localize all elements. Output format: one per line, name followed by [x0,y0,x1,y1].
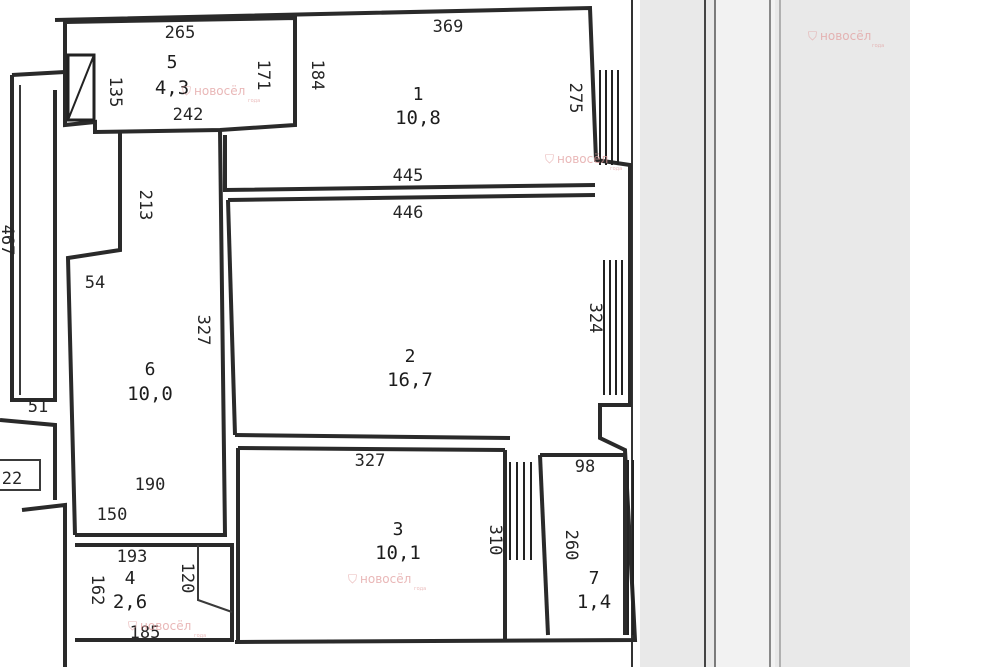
dim-265: 265 [165,23,196,43]
dim-150: 150 [97,505,128,525]
dim-275: 275 [565,83,585,114]
svg-text:⛉: ⛉ [348,572,357,586]
dim-22: 22 [2,469,22,489]
svg-text:⛉: ⛉ [182,84,191,98]
room-5-area: 4,3 [155,77,189,99]
room-3-area: 10,1 [375,542,421,564]
svg-text:⛉: ⛉ [545,152,554,166]
dim-467: 467 [0,225,17,256]
svg-text:⛉: ⛉ [808,29,817,43]
room-7-number: 7 [589,568,600,589]
dim-193: 193 [117,547,148,567]
svg-text:года: года [194,633,206,639]
room-6-area: 10,0 [127,383,173,405]
dim-310: 310 [485,525,505,556]
dim-184: 184 [307,60,327,91]
dim-327-vertical: 327 [193,315,213,346]
dim-369: 369 [433,17,464,37]
svg-text:года: года [872,43,884,49]
dim-446: 446 [393,203,424,223]
svg-text:новосёл: новосёл [820,29,871,43]
dim-171: 171 [253,60,273,91]
room-5-number: 5 [167,52,178,73]
dim-98: 98 [575,457,595,477]
watermark-room1: ⛉ новосёл года [545,152,622,172]
svg-text:новосёл: новосёл [557,152,608,166]
svg-text:года: года [414,586,426,592]
watermark-bottom: ⛉ новосёл года [128,619,206,639]
room-2-area: 16,7 [387,369,433,391]
dim-120: 120 [177,563,197,594]
room-1-area: 10,8 [395,107,441,129]
room-4-area: 2,6 [113,591,147,613]
dim-213: 213 [135,190,155,221]
room-1-number: 1 [413,84,424,105]
room-4-number: 4 [125,568,136,589]
dim-51: 51 [28,397,48,417]
room-7-area: 1,4 [577,591,611,613]
watermark-room3: ⛉ новосёл года [348,572,426,592]
dim-324: 324 [585,303,605,334]
svg-text:года: года [610,166,622,172]
watermark-top-right: ⛉ новосёл года [808,29,884,49]
room-3-number: 3 [393,519,404,540]
dim-260: 260 [561,530,581,561]
dim-445: 445 [393,166,424,186]
watermarks: ⛉ новосёл года ⛉ новосёл года ⛉ новосёл … [128,29,884,639]
svg-text:новосёл: новосёл [360,572,411,586]
svg-text:года: года [248,98,260,104]
window-hatches [509,70,634,635]
right-strip [715,0,775,667]
room-labels: 5 4,3 1 10,8 2 16,7 3 10,1 6 10,0 4 2,6 … [113,52,611,613]
svg-text:новосёл: новосёл [194,84,245,98]
dim-185: 185 [130,623,161,643]
vent-box [66,53,96,122]
svg-text:⛉: ⛉ [128,619,137,633]
dim-242: 242 [173,105,204,125]
svg-text:новосёл: новосёл [140,619,191,633]
dimension-labels: 265 369 242 445 446 54 51 327 98 190 150… [0,17,605,643]
dim-190: 190 [135,475,166,495]
dim-162: 162 [87,575,107,606]
watermark-room5: ⛉ новосёл года [182,84,260,104]
room-6-number: 6 [145,359,156,380]
walls [0,5,638,667]
dim-135: 135 [105,77,125,108]
dim-327-horizontal: 327 [355,451,386,471]
room-2-number: 2 [405,346,416,367]
dim-54: 54 [85,273,105,293]
